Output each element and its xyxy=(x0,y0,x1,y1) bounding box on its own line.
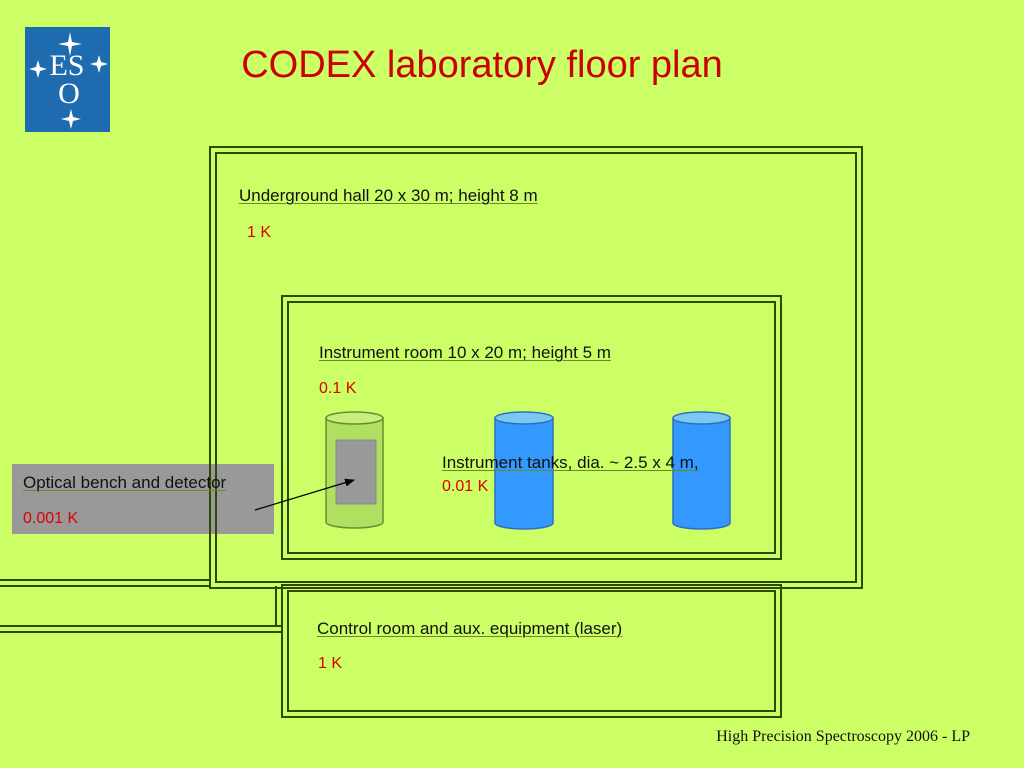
star-icon xyxy=(29,60,47,78)
optical-bench-tank xyxy=(325,411,384,529)
star-icon xyxy=(58,32,82,56)
page-title: CODEX laboratory floor plan xyxy=(241,44,723,86)
control-room-wall-outer xyxy=(281,584,782,718)
hall-wall-outer xyxy=(209,146,863,589)
eso-logo: ES O xyxy=(25,27,110,132)
control-room-temp: 1 K xyxy=(318,655,343,672)
star-icon xyxy=(90,55,108,73)
tanks-temp: 0.01 K xyxy=(442,478,489,495)
optical-bench-block xyxy=(335,439,377,505)
instrument-room-label: Instrument room 10 x 20 m; height 5 m xyxy=(319,343,611,362)
instrument-room-temp: 0.1 K xyxy=(319,380,357,397)
bench-label: Optical bench and detector xyxy=(23,473,227,492)
bench-temp: 0.001 K xyxy=(23,510,79,527)
corridor-wall-bottom xyxy=(0,625,282,633)
control-room-wall-inner xyxy=(287,590,776,712)
instrument-room-wall-outer xyxy=(281,295,782,560)
tanks-label: Instrument tanks, dia. ~ 2.5 x 4 m, xyxy=(442,453,699,472)
logo-star-icons xyxy=(29,32,108,129)
instrument-tank-2 xyxy=(672,411,731,530)
logo-text-top: ES xyxy=(49,49,84,82)
instrument-tank-1 xyxy=(494,411,554,530)
eso-logo-graphic: ES O xyxy=(29,32,108,129)
logo-text-bottom: O xyxy=(58,77,80,110)
hall-wall-inner xyxy=(215,152,857,583)
corridor-wall-top xyxy=(0,579,210,587)
hall-label: Underground hall 20 x 30 m; height 8 m xyxy=(239,186,538,205)
optical-bench-panel xyxy=(12,464,274,534)
star-icon xyxy=(61,109,81,129)
footer-text: High Precision Spectroscopy 2006 - LP xyxy=(716,728,970,745)
instrument-room-wall-inner xyxy=(287,301,776,554)
hall-temp: 1 K xyxy=(247,224,272,241)
pointer-arrow xyxy=(254,478,355,511)
control-room-label: Control room and aux. equipment (laser) xyxy=(317,619,623,638)
corridor-wall-end xyxy=(275,586,283,626)
